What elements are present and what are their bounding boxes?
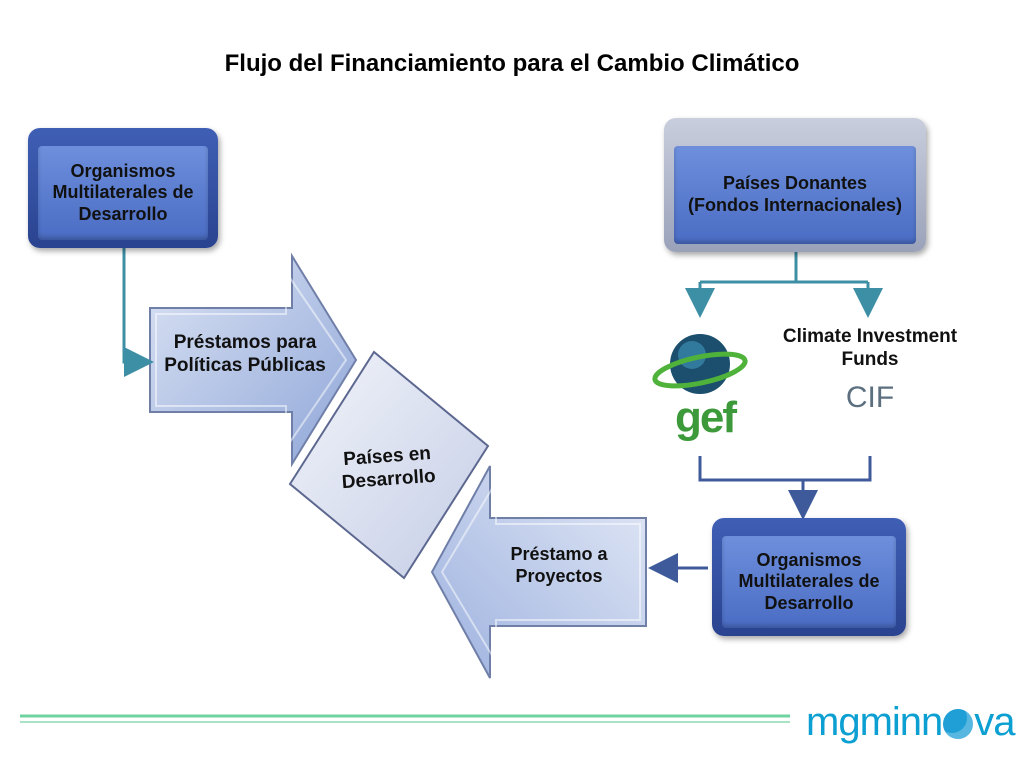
label-paises-desarrollo: Países en Desarrollo: [341, 442, 437, 494]
cif-name: Climate Investment Funds: [782, 326, 958, 370]
cif-abbr: CIF: [845, 381, 895, 414]
connector-funds-merge: [698, 456, 872, 482]
mgminnova-logo: mgminn va: [806, 700, 1016, 745]
connector-omd-to-prestamos: [122, 248, 154, 377]
box-omd-top: Organismos Multilaterales de Desarrollo: [28, 128, 218, 248]
logo-suffix: va: [974, 700, 1015, 744]
page-title: Flujo del Financiamiento para el Cambio …: [224, 50, 800, 77]
label-prestamo-proyectos: Préstamo a Proyectos: [510, 544, 608, 586]
box-donors-label: Países Donantes (Fondos Internacionales): [674, 146, 916, 244]
logo-globe-icon: [943, 709, 974, 739]
box-omd-bottom: Organismos Multilaterales de Desarrollo: [712, 518, 906, 636]
arrow-prestamos-politicas: [149, 252, 358, 468]
box-omd-top-label: Organismos Multilaterales de Desarrollo: [38, 146, 208, 240]
label-prestamos-politicas: Préstamos para Políticas Públicas: [164, 332, 326, 376]
gef-globe-icon: [652, 334, 748, 394]
diamond-paises-desarrollo: [288, 350, 490, 580]
gef-logo-text: gef: [675, 393, 737, 442]
box-omd-bottom-label: Organismos Multilaterales de Desarrollo: [722, 536, 896, 628]
arrow-prestamo-proyectos: [430, 465, 647, 679]
box-donors: Países Donantes (Fondos Internacionales): [664, 118, 926, 252]
logo-prefix: mgminn: [806, 700, 943, 744]
